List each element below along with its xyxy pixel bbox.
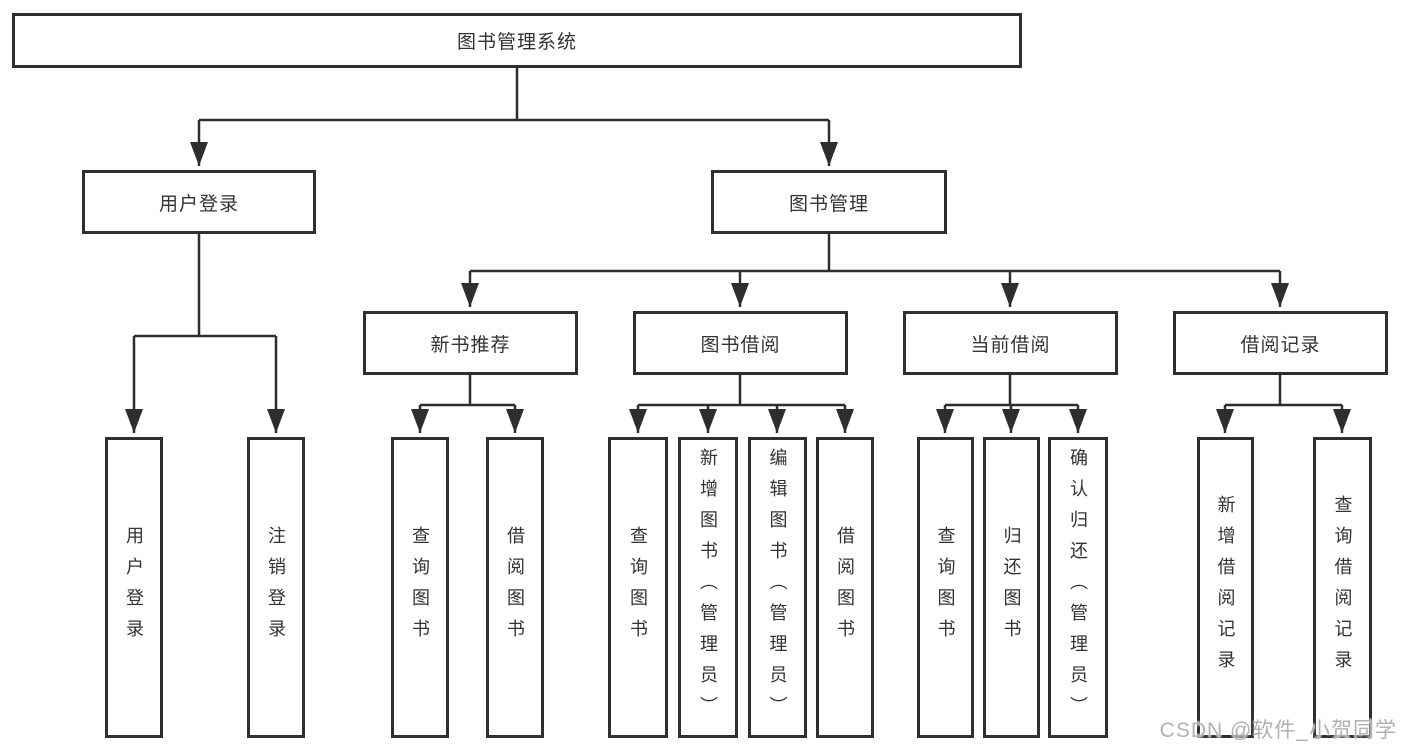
node-user-login: 用户登录 <box>82 170 316 234</box>
connector-root-to-level2 <box>190 68 838 166</box>
leaf-confirm-return-admin: 确认归还（管理员） <box>1048 437 1108 738</box>
leaf-return-books-label: 归还图书 <box>1001 525 1022 650</box>
node-current-borrow: 当前借阅 <box>903 311 1118 375</box>
connector-new-book-recommend-to-leaves <box>411 375 524 433</box>
leaf-return-books: 归还图书 <box>983 437 1040 738</box>
leaf-logout-label: 注销登录 <box>266 525 286 650</box>
connector-user-login-to-leaves <box>125 234 285 433</box>
leaf-query-books-borrow-label: 查询图书 <box>628 525 648 650</box>
connector-borrow-records-to-leaves <box>1216 375 1351 433</box>
node-root-system: 图书管理系统 <box>12 13 1022 68</box>
leaf-query-borrow-record: 查询借阅记录 <box>1313 437 1372 738</box>
leaf-edit-books-admin: 编辑图书（管理员） <box>748 437 807 738</box>
leaf-user-login-label: 用户登录 <box>124 525 144 650</box>
leaf-add-borrow-record: 新增借阅记录 <box>1197 437 1254 738</box>
leaf-borrow-books-recommend: 借阅图书 <box>486 437 544 738</box>
leaf-query-books-recommend: 查询图书 <box>391 437 449 738</box>
leaf-query-books-current-label: 查询图书 <box>935 525 956 650</box>
leaf-user-login: 用户登录 <box>105 437 163 738</box>
leaf-borrow-books: 借阅图书 <box>816 437 874 738</box>
leaf-add-borrow-record-label: 新增借阅记录 <box>1215 494 1236 681</box>
leaf-borrow-books-recommend-label: 借阅图书 <box>505 525 525 650</box>
leaf-query-books-recommend-label: 查询图书 <box>410 525 430 650</box>
leaf-query-books-current: 查询图书 <box>917 437 974 738</box>
leaf-edit-books-admin-label: 编辑图书（管理员） <box>767 448 788 727</box>
node-book-borrow: 图书借阅 <box>633 311 848 375</box>
leaf-borrow-books-label: 借阅图书 <box>835 525 855 650</box>
leaf-query-books-borrow: 查询图书 <box>608 437 668 738</box>
node-borrow-records: 借阅记录 <box>1173 311 1388 375</box>
leaf-logout: 注销登录 <box>247 437 305 738</box>
leaf-confirm-return-admin-label: 确认归还（管理员） <box>1068 448 1088 727</box>
leaf-query-borrow-record-label: 查询借阅记录 <box>1332 494 1353 681</box>
connector-book-borrow-to-leaves <box>629 375 854 433</box>
csdn-watermark: CSDN @软件_小贺同学 <box>1159 719 1397 742</box>
leaf-add-books-admin-label: 新增图书（管理员） <box>698 448 718 727</box>
connector-current-borrow-to-leaves <box>936 375 1087 433</box>
leaf-add-books-admin: 新增图书（管理员） <box>678 437 738 738</box>
node-new-book-recommend: 新书推荐 <box>363 311 578 375</box>
connector-book-management-to-level3 <box>461 234 1289 307</box>
node-book-management: 图书管理 <box>711 170 947 234</box>
